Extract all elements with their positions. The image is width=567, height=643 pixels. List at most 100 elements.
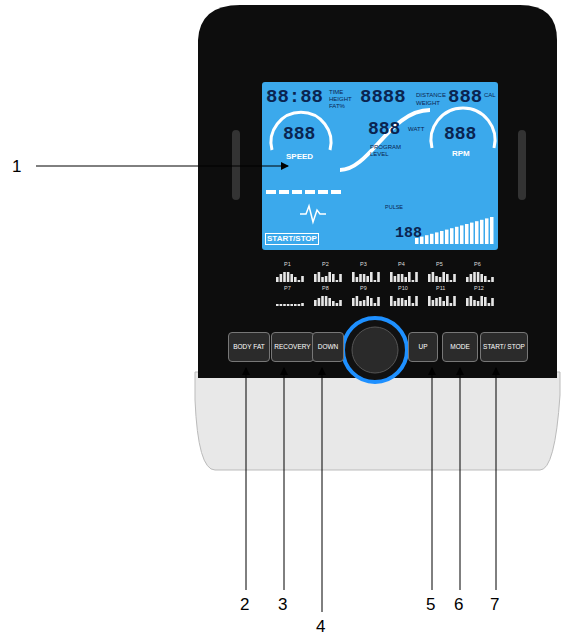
profile-bar <box>332 301 335 306</box>
lcd-bar <box>440 231 444 244</box>
profile-bar <box>332 274 335 282</box>
profile-bar <box>491 277 494 282</box>
profile-bar <box>325 296 328 306</box>
lcd-text: CAL <box>484 92 496 98</box>
profile-bar <box>428 274 431 282</box>
profile-bar <box>453 296 456 306</box>
profile-bar <box>374 280 377 282</box>
profile-bar <box>287 272 290 282</box>
leader-line <box>322 368 323 612</box>
profile-bar <box>491 298 494 306</box>
profile-bar <box>428 296 431 306</box>
lcd-text: FAT% <box>329 103 345 109</box>
control-knob <box>352 327 398 373</box>
profile-bar <box>415 272 418 282</box>
button-label: RECOVERY <box>274 343 310 350</box>
profile-bar <box>412 280 415 282</box>
profile-bar <box>446 296 449 306</box>
callout-number: 4 <box>316 618 325 635</box>
profile-bar <box>435 298 438 306</box>
callout-number: 2 <box>240 596 249 613</box>
profile-bar <box>356 296 359 306</box>
profile-bar <box>488 303 491 306</box>
lcd-bar <box>480 220 484 244</box>
profile-bar <box>283 304 286 306</box>
profile-bar <box>480 274 483 282</box>
program-profiles <box>276 272 494 306</box>
lcd-text: LEVEL <box>370 151 389 157</box>
lcd-text: WEIGHT <box>416 100 440 106</box>
side-slot <box>232 130 240 200</box>
program-label: P2 <box>322 262 329 268</box>
lcd-bar <box>430 234 434 244</box>
lcd-bar <box>460 225 464 244</box>
profile-bar <box>466 298 469 306</box>
profile-bar <box>352 298 355 306</box>
lcd-bar <box>435 232 439 244</box>
program-label: P8 <box>322 286 329 292</box>
lcd-digits: 8888 <box>360 88 406 107</box>
lcd-bar <box>450 228 454 244</box>
profile-bar <box>314 274 317 282</box>
profile-bar <box>404 300 407 306</box>
profile-bar <box>283 272 286 282</box>
profile-bar <box>374 303 377 306</box>
rpm-arc <box>431 108 495 148</box>
profile-bar <box>435 276 438 282</box>
console-button: START/ STOP <box>480 332 528 362</box>
button-label: DOWN <box>318 343 339 350</box>
profile-bar <box>359 301 362 306</box>
speed-arc <box>271 112 331 150</box>
lcd-segment <box>331 190 341 194</box>
profile-bar <box>280 274 283 282</box>
profile-bar <box>397 298 400 306</box>
lcd-swoosh <box>340 110 430 170</box>
profile-bar <box>408 296 411 306</box>
profile-bar <box>318 298 321 306</box>
profile-bar <box>377 272 380 282</box>
lcd-digits: 88:88 <box>266 88 323 107</box>
leader-line <box>460 368 461 590</box>
profile-bar <box>301 303 304 306</box>
lcd-digits: 888 <box>448 88 482 107</box>
lcd-text: DISTANCE <box>416 92 446 98</box>
lcd-bar <box>470 223 474 244</box>
leader-line <box>246 368 247 590</box>
console-base <box>195 372 560 470</box>
profile-bar <box>397 274 400 282</box>
profile-bar <box>401 274 404 282</box>
profile-bar <box>450 303 453 306</box>
profile-bar <box>450 280 453 282</box>
profile-bar <box>446 274 449 282</box>
profile-bar <box>276 277 279 282</box>
lcd-bar <box>490 217 494 244</box>
profile-bar <box>473 272 476 282</box>
lcd-bar <box>425 235 429 244</box>
profile-bar <box>480 296 483 306</box>
profile-bar <box>321 296 324 306</box>
profile-bar <box>325 276 328 282</box>
program-label: P12 <box>474 286 484 292</box>
profile-bar <box>415 296 418 306</box>
button-label: MODE <box>450 343 470 350</box>
lcd-bar <box>445 230 449 244</box>
lcd-bar <box>455 227 459 244</box>
profile-bar <box>390 296 393 306</box>
leader-line <box>496 368 497 590</box>
program-label: P10 <box>398 286 408 292</box>
lcd-text: WATT <box>408 126 424 132</box>
control-knob-ring <box>343 318 407 382</box>
profile-bar <box>484 276 487 282</box>
profile-bar <box>394 276 397 282</box>
lcd-text: TIME <box>329 89 343 95</box>
profile-bar <box>328 272 331 282</box>
lcd-text: RPM <box>452 150 470 158</box>
program-label: P4 <box>398 262 405 268</box>
button-label: BODY FAT <box>233 343 265 350</box>
lcd-text: SPEED <box>286 153 313 161</box>
lcd-bar <box>475 221 479 244</box>
profile-bar <box>377 297 380 306</box>
profile-bar <box>352 272 355 282</box>
profile-bar <box>321 277 324 282</box>
profile-bar <box>473 300 476 306</box>
